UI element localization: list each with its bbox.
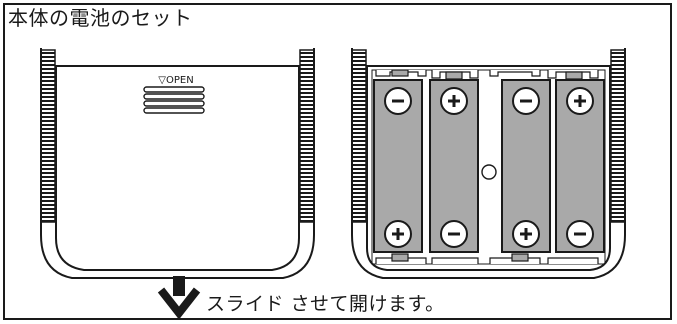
right-grip [299,49,315,223]
cover-grip-lines [143,86,205,114]
battery-2-top-sign [440,87,468,115]
remote-body-outline [351,48,626,279]
battery-1-top-sign [384,87,412,115]
battery-3-top-sign [512,87,540,115]
bottom-contacts [375,253,599,264]
battery-4-top-sign [566,87,594,115]
minus-icon [392,99,404,103]
remote-right-unit [351,48,626,279]
page-title: 本体の電池のセット [8,6,193,30]
cover-open-label: ▽OPEN [158,75,193,86]
battery-2-bottom-sign [440,220,468,248]
plus-icon [392,228,404,240]
screw-icon [481,164,497,180]
instruction-caption: スライド させて開けます。 [206,293,445,315]
plus-icon [448,95,460,107]
left-grip [351,49,367,223]
plus-icon [574,95,586,107]
minus-icon [574,232,586,236]
top-contacts [375,69,599,80]
battery-4-bottom-sign [566,220,594,248]
battery-1-bottom-sign [384,220,412,248]
minus-icon [520,99,532,103]
polarity-markers [384,87,594,248]
remote-left-unit: ▽OPEN [40,48,315,320]
battery-3-bottom-sign [512,220,540,248]
plus-icon [520,228,532,240]
right-grip [610,49,626,223]
left-grip [40,49,56,223]
minus-icon [448,232,460,236]
battery-cover [55,65,300,271]
arrow-down-icon [157,276,201,320]
